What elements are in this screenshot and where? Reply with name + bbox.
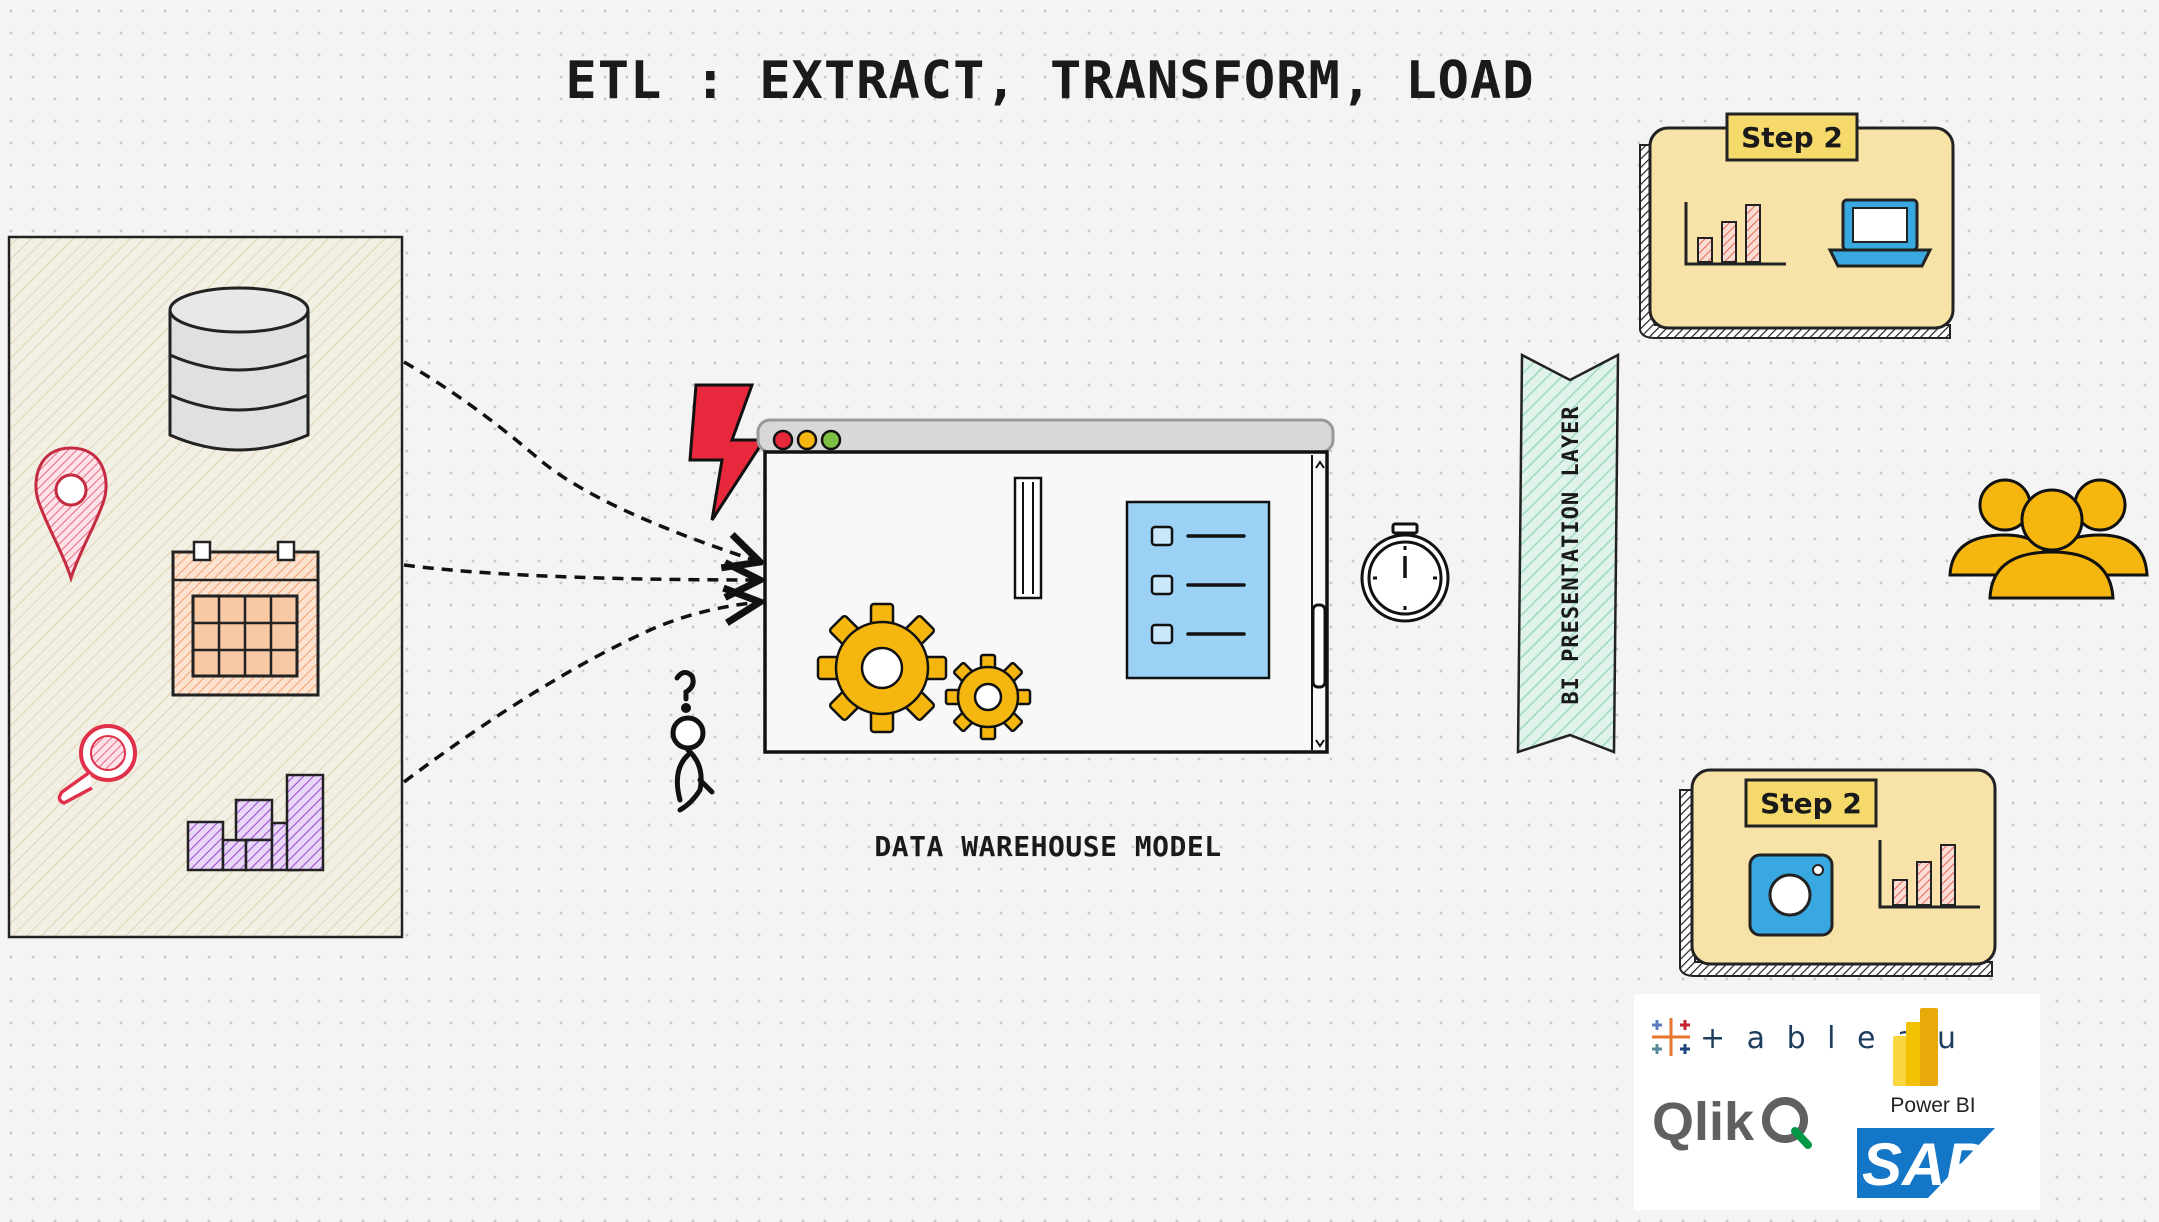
sap-logo: SAP bbox=[1857, 1128, 1995, 1198]
calendar-icon bbox=[171, 540, 320, 697]
arrow-database bbox=[403, 360, 760, 562]
qlik-logo: Qlik bbox=[1652, 1092, 1812, 1152]
laptop-icon bbox=[1827, 198, 1933, 268]
window-maximize-dot bbox=[820, 429, 842, 451]
step-label-bottom: Step 2 bbox=[1760, 787, 1862, 820]
lightning-icon bbox=[688, 383, 767, 521]
bi-presentation-band: BI PRESENTATION LAYER bbox=[1516, 352, 1620, 754]
warehouse-caption: DATA WAREHOUSE MODEL bbox=[874, 830, 1221, 863]
window-minimize-dot bbox=[796, 429, 818, 451]
sources-panel bbox=[7, 235, 404, 939]
step-tag-top bbox=[1725, 112, 1859, 162]
sap-logo-text: SAP bbox=[1862, 1131, 1986, 1198]
warehouse-window bbox=[756, 418, 1335, 754]
camera-icon bbox=[1748, 853, 1834, 937]
magnifier-icon bbox=[57, 724, 137, 805]
database-icon bbox=[168, 286, 310, 452]
stack-icon bbox=[1013, 476, 1043, 600]
bi-tools-logos: + a b l e a u Power BI Qlik SAP bbox=[1634, 994, 2040, 1210]
arrow-calendar bbox=[403, 565, 760, 580]
extract-arrows bbox=[402, 360, 760, 784]
large-gear-icon bbox=[816, 602, 948, 734]
qlik-q-icon bbox=[1762, 1097, 1812, 1149]
diagram-title: ETL : EXTRACT, TRANSFORM, LOAD bbox=[565, 51, 1534, 111]
window-close-dot bbox=[772, 429, 794, 451]
checklist-card bbox=[1125, 500, 1271, 680]
step-tag-bottom bbox=[1744, 778, 1878, 828]
step-card-bottom: Step 2 bbox=[1679, 768, 1997, 977]
powerbi-logo-text: Power BI bbox=[1890, 1094, 1975, 1117]
qlik-logo-text: Qlik bbox=[1652, 1092, 1755, 1152]
bar-chart-small-icon bbox=[1684, 202, 1786, 266]
users-group-icon bbox=[1948, 478, 2149, 600]
bar-chart-small-icon-bottom bbox=[1878, 840, 1980, 909]
powerbi-mark-icon bbox=[1893, 1008, 1938, 1086]
bi-presentation-label: BI PRESENTATION LAYER bbox=[1559, 405, 1584, 704]
tableau-mark-icon bbox=[1652, 1018, 1690, 1056]
arrow-chart bbox=[402, 602, 760, 784]
step-label-top: Step 2 bbox=[1741, 121, 1843, 154]
window-scrollbar bbox=[1311, 603, 1327, 689]
location-pin-icon bbox=[34, 446, 108, 583]
stopwatch-icon bbox=[1360, 522, 1450, 623]
person-question-icon bbox=[670, 670, 715, 813]
small-gear-icon bbox=[944, 653, 1032, 741]
powerbi-logo: Power BI bbox=[1890, 1008, 1976, 1117]
bar-chart-icon bbox=[186, 773, 325, 872]
step-card-top: Step 2 bbox=[1639, 112, 1955, 339]
